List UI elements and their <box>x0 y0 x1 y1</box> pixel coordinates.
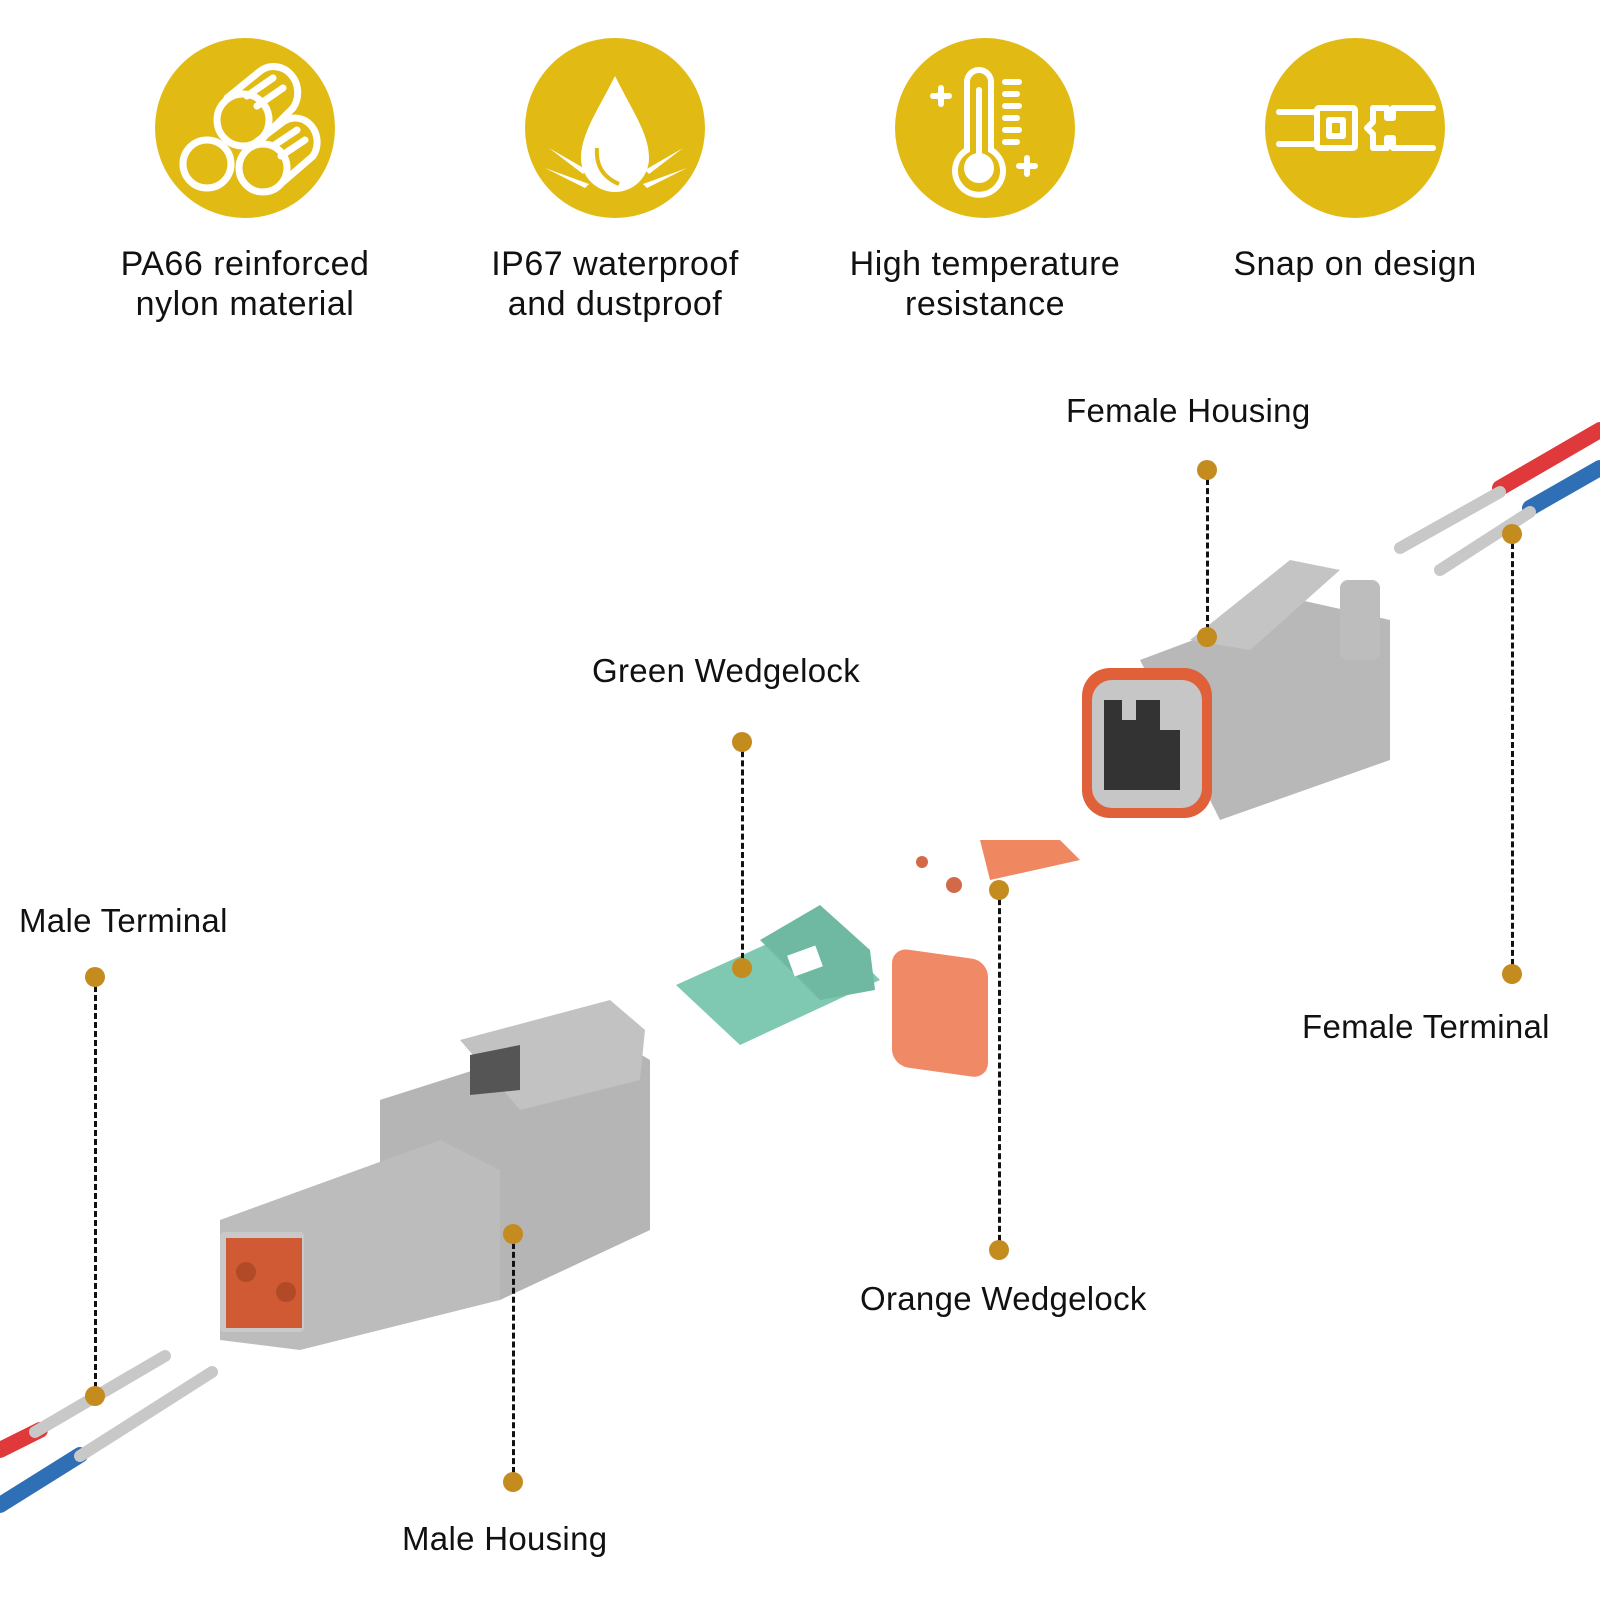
callout-dot-orange-wedgelock <box>989 880 1009 900</box>
callout-dot-green-wedgelock-end <box>732 958 752 978</box>
feature-temperature: High temperature resistance <box>835 38 1135 324</box>
female-terminal-wires <box>1394 422 1600 576</box>
callout-dot-female-terminal-end <box>1502 964 1522 984</box>
green-wedgelock <box>676 905 880 1045</box>
callout-dot-female-housing-end <box>1197 627 1217 647</box>
snap-connector-icon <box>1265 38 1445 218</box>
label-female-terminal: Female Terminal <box>1302 1008 1550 1045</box>
label-male-housing: Male Housing <box>402 1520 608 1557</box>
callout-line-green-wedgelock <box>741 742 744 968</box>
thermometer-icon <box>895 38 1075 218</box>
callout-dot-female-terminal <box>1502 524 1522 544</box>
callout-dot-green-wedgelock <box>732 732 752 752</box>
label-female-housing: Female Housing <box>1066 392 1311 429</box>
callout-dot-male-terminal <box>85 967 105 987</box>
callout-line-male-housing <box>512 1234 515 1482</box>
callout-dot-male-housing <box>503 1224 523 1244</box>
feature-label: IP67 waterproof and dustproof <box>491 245 739 323</box>
feature-label: High temperature resistance <box>849 245 1121 323</box>
callout-dot-orange-wedgelock-end <box>989 1240 1009 1260</box>
callout-line-male-terminal <box>94 977 97 1397</box>
callout-line-female-terminal <box>1511 534 1514 974</box>
male-housing <box>220 1000 650 1350</box>
female-housing <box>1082 560 1390 820</box>
label-male-terminal: Male Terminal <box>19 902 228 939</box>
feature-nylon: PA66 reinforced nylon material <box>95 38 395 324</box>
male-terminal-wires <box>0 1350 218 1513</box>
feature-waterproof: IP67 waterproof and dustproof <box>465 38 765 324</box>
feature-snap: Snap on design <box>1205 38 1505 284</box>
label-orange-wedgelock: Orange Wedgelock <box>860 1280 1147 1317</box>
label-green-wedgelock: Green Wedgelock <box>592 652 861 689</box>
water-drop-icon <box>525 38 705 218</box>
feature-label: Snap on design <box>1233 245 1477 283</box>
callout-dot-male-terminal-end <box>85 1386 105 1406</box>
feature-label: PA66 reinforced nylon material <box>120 245 370 323</box>
callout-line-female-housing <box>1206 470 1209 630</box>
callout-dot-female-housing <box>1197 460 1217 480</box>
callout-dot-male-housing-end <box>503 1472 523 1492</box>
orange-wedgelock <box>892 840 1080 1077</box>
callout-line-orange-wedgelock <box>998 890 1001 1250</box>
nylon-rods-icon <box>155 38 335 218</box>
